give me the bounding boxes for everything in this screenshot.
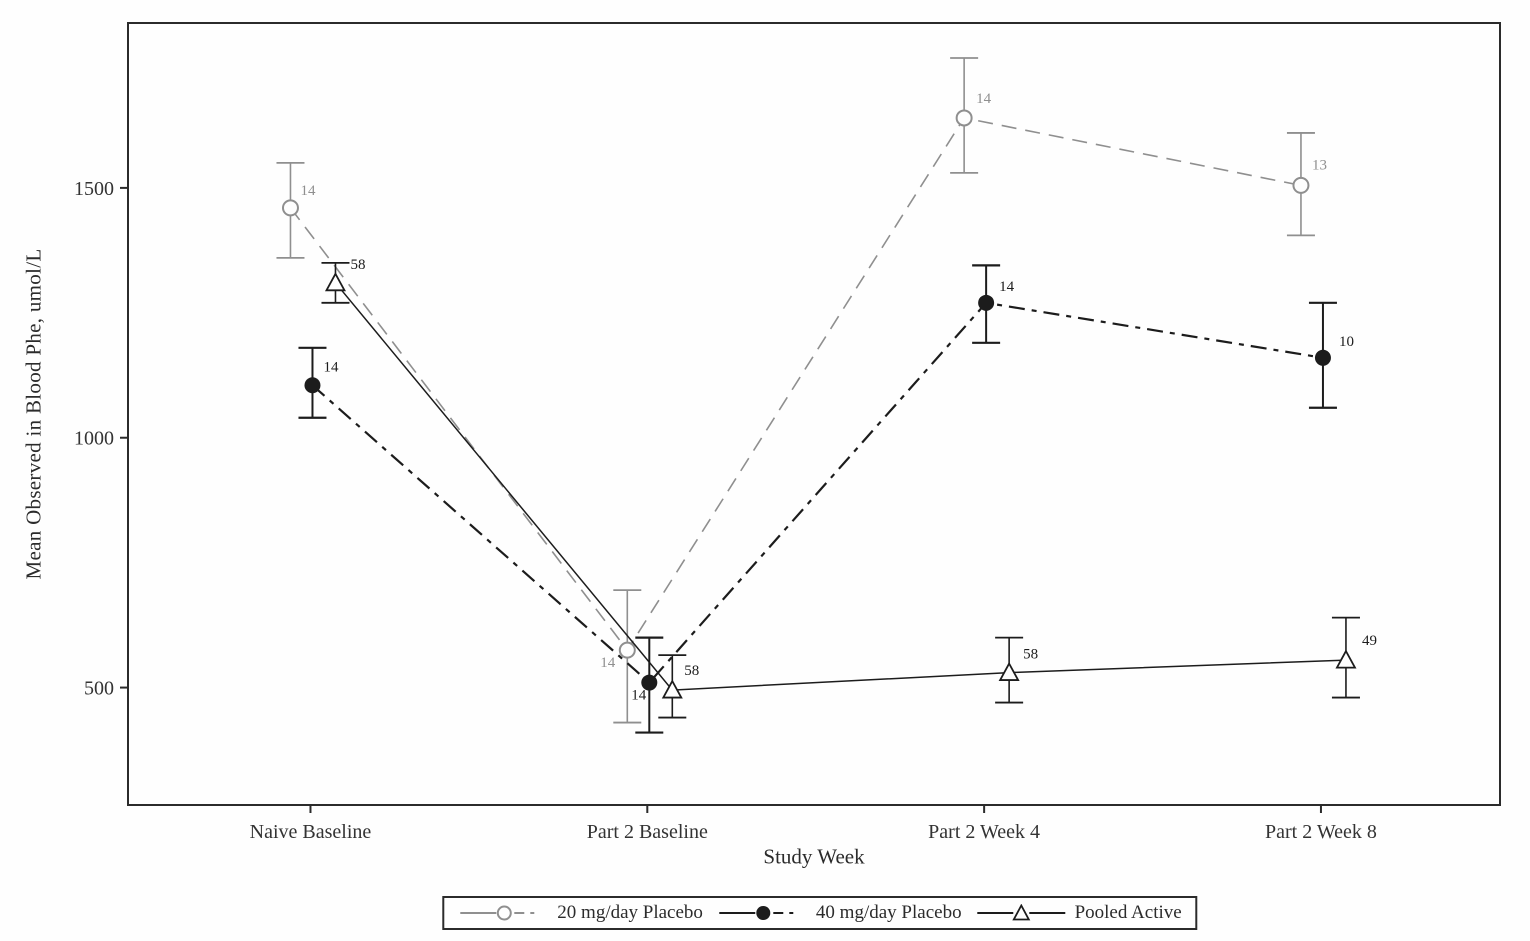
n-count-label: 49 — [1362, 633, 1377, 649]
series-line-pooled-active — [334, 282, 1346, 691]
n-count-label: 14 — [300, 183, 316, 199]
x-tick-label: Part 2 Week 4 — [928, 821, 1040, 843]
n-count-label: 58 — [350, 257, 365, 273]
open-circle-marker — [1292, 176, 1310, 194]
triangle-marker — [1335, 649, 1357, 669]
y-tick-label: 1000 — [74, 428, 114, 450]
open-triangle-icon — [1012, 904, 1031, 921]
n-count-label: 14 — [976, 91, 992, 107]
n-count-label: 10 — [1339, 334, 1354, 350]
n-count-label: 14 — [999, 279, 1015, 295]
legend-sample-open-triangle — [977, 904, 1066, 921]
legend-item: 40 mg/day Placebo — [717, 902, 962, 924]
y-tick-label: 1500 — [74, 178, 114, 200]
n-count-label: 14 — [631, 688, 647, 704]
n-count-label: 58 — [1023, 647, 1038, 663]
open-circle-marker — [618, 641, 636, 659]
triangle-marker — [661, 679, 683, 699]
open-circle-icon — [496, 905, 512, 921]
triangle-marker — [324, 271, 346, 292]
series-line-20-mg-day-placebo — [289, 117, 1302, 652]
filled-circle-marker — [304, 377, 321, 394]
legend-label: 40 mg/day Placebo — [815, 902, 962, 923]
filled-circle-marker — [978, 294, 995, 311]
x-tick-label: Naive Baseline — [250, 821, 372, 843]
legend-item: 20 mg/day Placebo — [458, 902, 703, 924]
x-tick-label: Part 2 Baseline — [587, 821, 708, 843]
series-line-40-mg-day-placebo — [311, 301, 1324, 685]
filled-circle-marker — [641, 674, 658, 691]
open-circle-marker — [955, 109, 973, 127]
triangle-marker — [998, 661, 1020, 681]
n-count-label: 58 — [684, 663, 699, 679]
filled-circle-icon — [755, 906, 770, 920]
y-axis-title: Mean Observed in Blood Phe, umol/L — [21, 248, 46, 580]
y-tick-label: 500 — [84, 678, 114, 700]
n-count-label: 14 — [600, 655, 616, 671]
legend: 20 mg/day Placebo 40 mg/day Placebo Pooled… — [442, 896, 1198, 930]
legend-sample-filled-circle — [718, 906, 793, 920]
x-axis-title: Study Week — [763, 844, 865, 869]
legend-sample-open-circle — [460, 905, 535, 921]
plot-border — [127, 22, 1501, 806]
legend-item: Pooled Active — [976, 902, 1182, 924]
n-count-label: 14 — [323, 359, 339, 375]
legend-label: 20 mg/day Placebo — [557, 902, 703, 923]
filled-circle-marker — [1314, 349, 1331, 366]
open-circle-marker — [281, 199, 299, 217]
x-tick-label: Part 2 Week 8 — [1265, 821, 1377, 843]
n-count-label: 13 — [1312, 157, 1327, 173]
legend-label: Pooled Active — [1074, 902, 1182, 923]
